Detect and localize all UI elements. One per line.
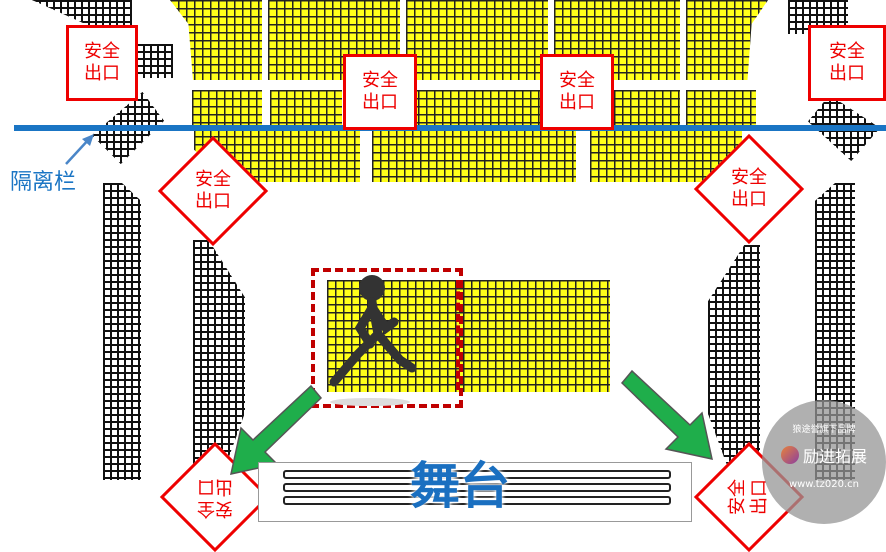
stage-line-3 bbox=[283, 496, 671, 505]
seat-block-mid-2 bbox=[270, 90, 342, 126]
barrier-label: 隔离栏 bbox=[10, 170, 77, 195]
watermark-brand: 励进拓展 bbox=[802, 447, 867, 466]
seat-block-mid-5 bbox=[686, 90, 756, 126]
seat-block-mid-4 bbox=[614, 90, 680, 126]
performer-area-divider bbox=[456, 280, 460, 390]
barrier-arrow-icon bbox=[65, 134, 94, 165]
stage-line-2 bbox=[283, 483, 671, 492]
exit-sign-top-center-right: 安全 出口 bbox=[540, 54, 614, 130]
exit-sign-top-left: 安全 出口 bbox=[66, 25, 138, 101]
stage bbox=[258, 462, 692, 522]
watermark-tagline: 狼途誉旗下品牌 bbox=[792, 425, 856, 435]
barrier-line bbox=[14, 125, 886, 131]
seat-block-low-2 bbox=[372, 128, 576, 182]
seat-block-mid-3 bbox=[410, 90, 540, 126]
seat-block-mid-1 bbox=[192, 90, 262, 126]
exit-sign-top-right: 安全 出口 bbox=[808, 25, 886, 101]
green-arrow-right bbox=[620, 369, 713, 460]
seat-block-left-outer bbox=[103, 183, 141, 480]
seat-block-top-3 bbox=[406, 0, 548, 80]
seat-block-top-5 bbox=[686, 0, 768, 80]
seat-block-low-3 bbox=[590, 128, 742, 182]
seat-block-top-1 bbox=[170, 0, 262, 80]
watermark-url: www.tz020.cn bbox=[788, 479, 860, 490]
exit-sign-top-center-left: 安全 出口 bbox=[343, 54, 417, 130]
stage-line-1 bbox=[283, 470, 671, 479]
stage-label: 舞台 bbox=[410, 457, 510, 515]
watermark: 狼途誉旗下品牌 励进拓展 www.tz020.cn bbox=[762, 400, 886, 524]
brand-logo-icon bbox=[780, 446, 799, 464]
seat-block-left-inner bbox=[193, 240, 245, 470]
performer-area-dashed-box bbox=[311, 268, 463, 408]
green-arrow-left bbox=[230, 384, 323, 475]
seat-block-top-2 bbox=[268, 0, 400, 80]
running-figure-icon bbox=[329, 275, 417, 406]
